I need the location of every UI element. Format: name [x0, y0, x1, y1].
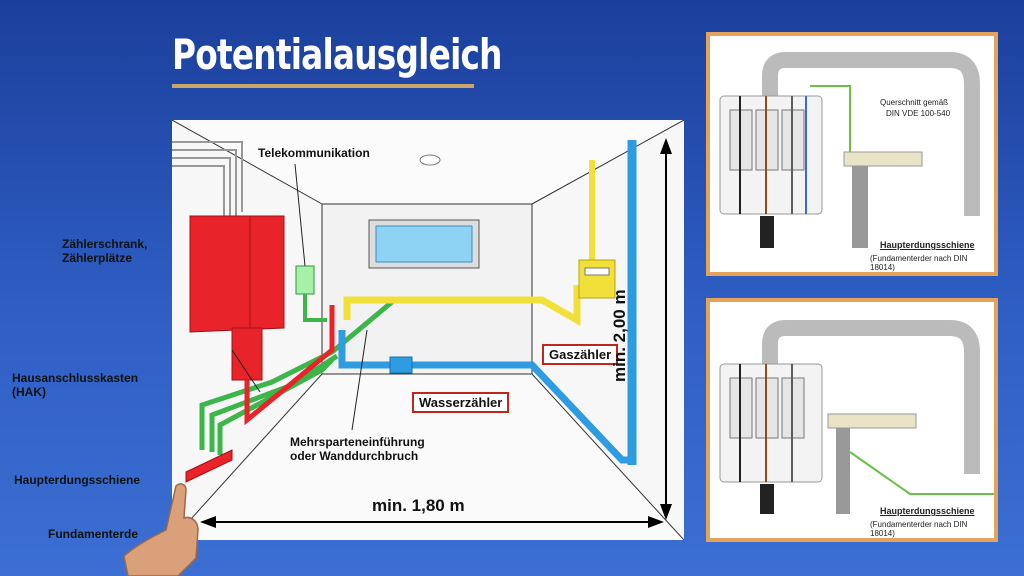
room-diagram	[172, 120, 684, 540]
panel-top: Querschnitt gemäß DIN VDE 100-540 Haupte…	[706, 32, 998, 276]
pointing-hand-icon	[123, 483, 199, 576]
title-underline	[172, 84, 474, 88]
page-title: Potentialausgleich	[172, 30, 502, 79]
label-telekom: Telekommunikation	[258, 146, 370, 160]
panel-bottom: Haupterdungsschiene (Fundamenterder nach…	[706, 298, 998, 542]
label-breite: min. 1,80 m	[372, 496, 465, 515]
label-mehrsparten-1: Mehrsparteneinführung	[290, 435, 425, 449]
label-zaehlerplaetze: Zählerplätze	[62, 251, 133, 265]
label-gaszaehler: Gaszähler	[542, 344, 619, 365]
label-hak-1: Hausanschlusskasten	[12, 371, 139, 385]
panel-top-querschnitt-2: DIN VDE 100-540	[886, 109, 951, 118]
panel-bottom-schiene: Haupterdungsschiene	[880, 506, 975, 516]
panel-bottom-drawing	[719, 320, 994, 514]
panel-top-querschnitt-1: Querschnitt gemäß	[880, 98, 949, 107]
panel-top-drawing	[719, 52, 980, 248]
label-haupterdungsschiene: Haupterdungsschiene	[14, 473, 141, 487]
label-hoehe: min. 2,00 m	[610, 289, 629, 382]
panel-bottom-norm: (Fundamenterder nach DIN 18014)	[870, 520, 968, 538]
label-fundamenterde: Fundamenterde	[48, 527, 139, 541]
label-mehrsparten-2: oder Wanddurchbruch	[290, 449, 419, 463]
label-hak-2: (HAK)	[12, 385, 46, 399]
label-zaehlerschrank: Zählerschrank,	[62, 237, 148, 251]
panel-top-schiene: Haupterdungsschiene	[880, 240, 975, 250]
panel-top-norm: (Fundamenterder nach DIN 18014)	[870, 254, 968, 272]
label-wasserzaehler: Wasserzähler	[412, 392, 510, 413]
